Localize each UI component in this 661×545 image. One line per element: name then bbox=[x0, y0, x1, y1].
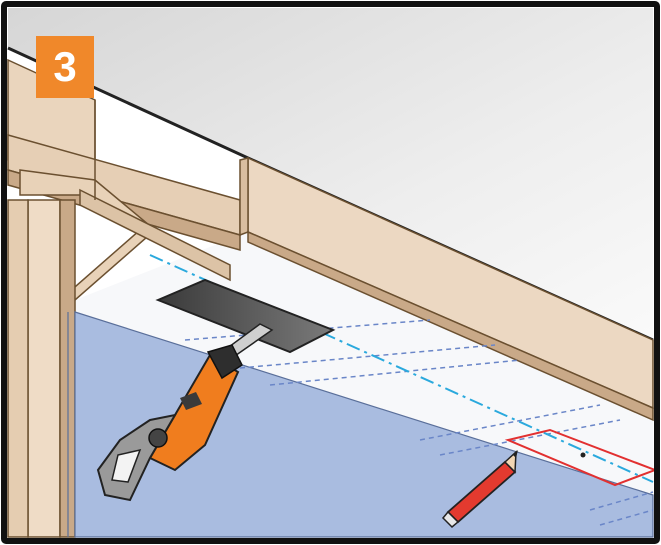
upper-ceiling bbox=[8, 8, 653, 340]
reciprocating-saw-icon bbox=[96, 278, 336, 502]
ceiling-beam bbox=[239, 156, 654, 422]
pencil-icon bbox=[441, 450, 518, 529]
center-mark bbox=[580, 452, 586, 458]
left-framing bbox=[7, 58, 241, 538]
joist-layout-lines bbox=[184, 319, 654, 526]
step-number-badge: 3 bbox=[36, 36, 94, 98]
